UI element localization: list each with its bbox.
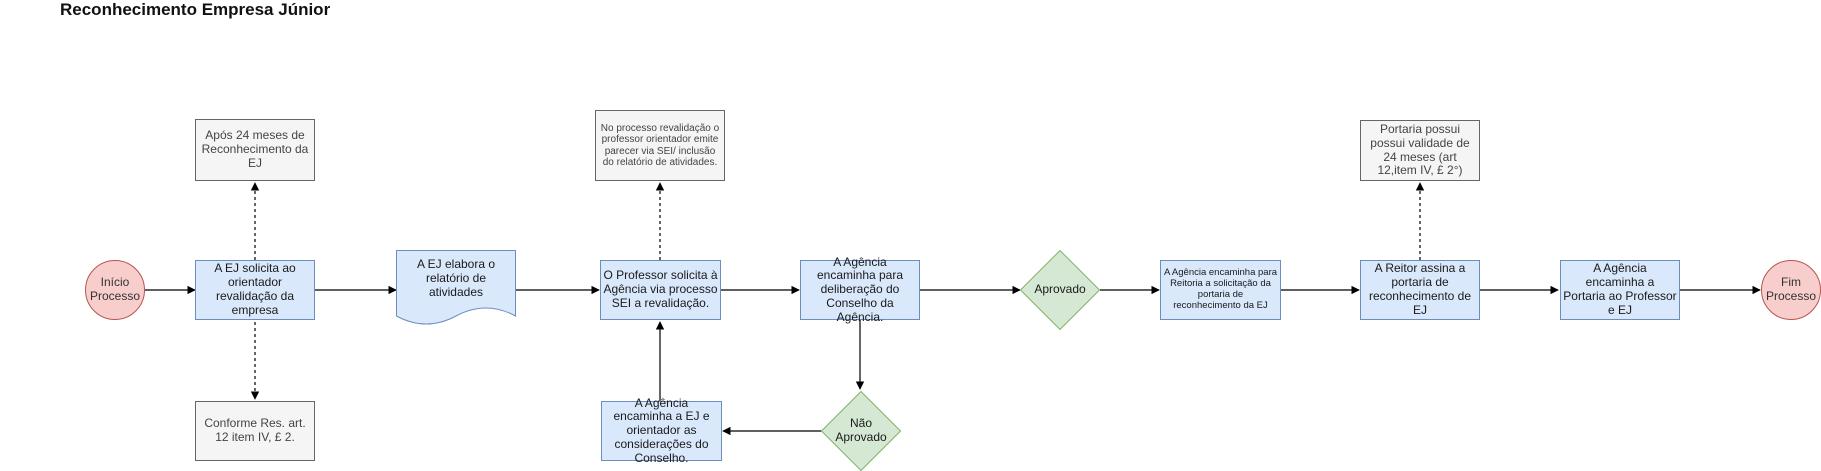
decision-aprovado-shape — [1020, 250, 1100, 330]
end-node: Fim Processo — [1761, 260, 1821, 320]
process-agencia-consideracoes: A Agência encaminha a EJ e orientador as… — [601, 396, 722, 465]
decision-nao-aprovado: Não Aprovado — [821, 391, 901, 471]
process-agencia-reitoria: A Agência encaminha para Reitoria a soli… — [1160, 260, 1281, 320]
document-shape — [396, 250, 516, 325]
process-agencia-portaria: A Agência encaminha a Portaria ao Profes… — [1560, 260, 1680, 320]
process-reitor-assina: A Reitor assina a portaria de reconhecim… — [1360, 260, 1480, 320]
note-after-24-months: Após 24 meses de Reconhecimento da EJ — [195, 119, 315, 181]
start-node: Início Processo — [85, 260, 145, 320]
note-resolution: Conforme Res. art. 12 item IV, £ 2. — [195, 401, 315, 461]
process-ej-solicita: A EJ solicita ao orientador revalidação … — [195, 260, 315, 320]
decision-aprovado: Aprovado — [1020, 250, 1100, 330]
note-portaria-validity: Portaria possui possui validade de 24 me… — [1360, 120, 1480, 181]
decision-aprovado-label: Aprovado — [1034, 282, 1086, 297]
diagram-title: Reconhecimento Empresa Júnior — [60, 0, 331, 19]
document-ej-elabora: A EJ elabora o relatório de atividades — [396, 250, 516, 330]
document-ej-elabora-label: A EJ elabora o relatório de atividades — [416, 257, 496, 299]
decision-nao-aprovado-label: Não Aprovado — [835, 416, 887, 444]
process-professor-solicita: O Professor solicita à Agência via proce… — [600, 260, 721, 320]
process-agencia-deliberacao: A Agência encaminha para deliberação do … — [800, 255, 920, 324]
note-parecer: No processo revalidação o professor orie… — [595, 110, 725, 181]
